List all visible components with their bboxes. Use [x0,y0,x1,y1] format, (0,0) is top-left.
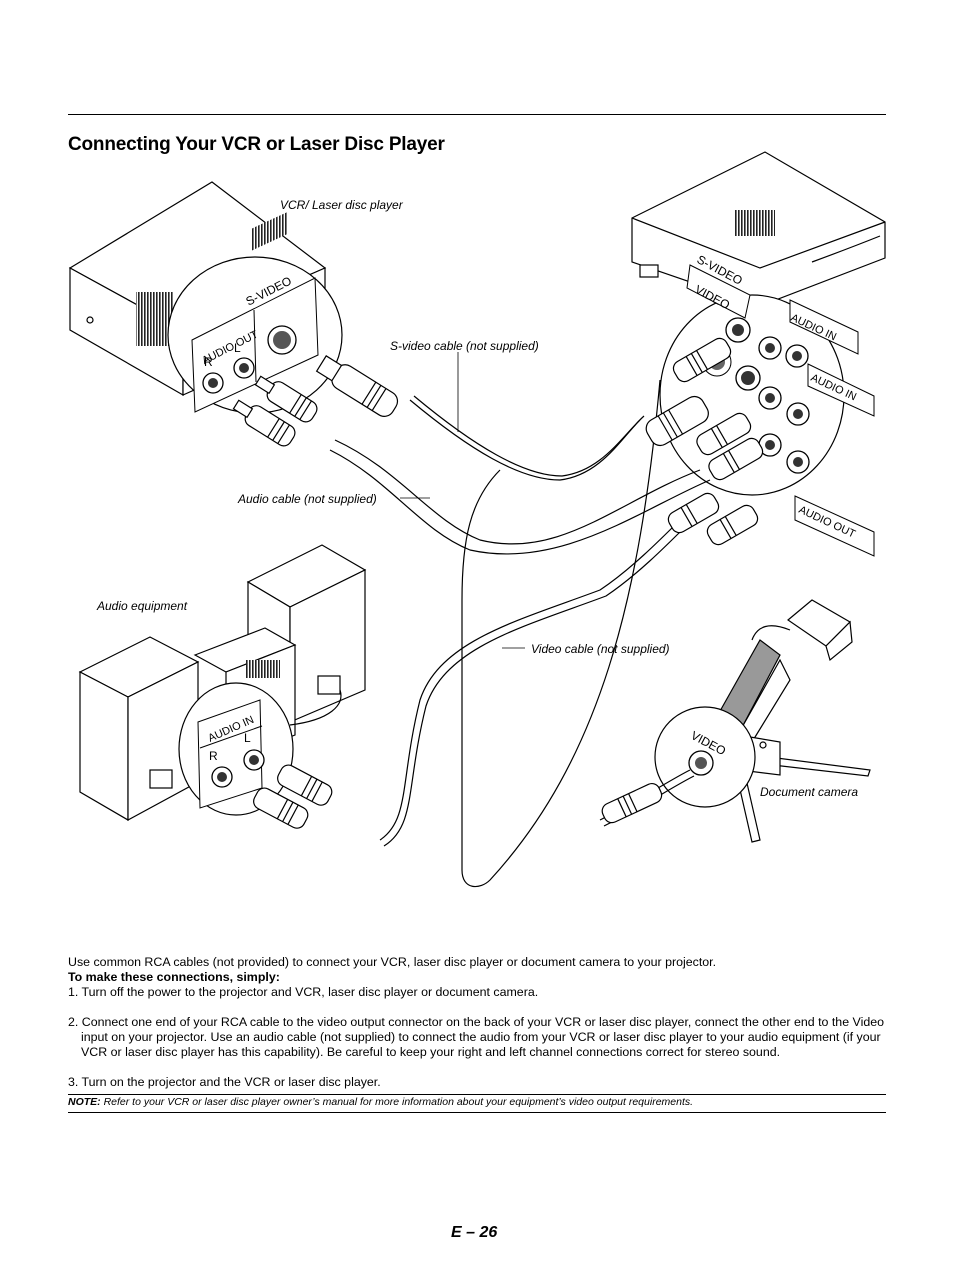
audio-l-label: L [244,731,251,745]
note-rule-top [68,1094,886,1095]
step-1: 1. Turn off the power to the projector a… [68,985,539,999]
vcr-caption: VCR/ Laser disc player [280,198,404,212]
step-2: 2. Connect one end of your RCA cable to … [68,1015,884,1059]
projector-illustration [631,151,886,307]
document-camera-illustration [714,599,871,843]
video-cable-caption: Video cable (not supplied) [531,642,670,656]
note: NOTE: Refer to your VCR or laser disc pl… [68,1096,693,1108]
step-3: 3. Turn on the projector and the VCR or … [68,1075,381,1089]
vcr-connector-panel: AUDIO OUT S-VIDEO R L [167,256,343,414]
note-label: NOTE: [68,1096,101,1108]
audio-r-label: R [209,749,218,763]
top-rule [68,114,886,115]
audio-cable-caption: Audio cable (not supplied) [237,492,377,506]
page-number: E – 26 [451,1224,498,1241]
intro-paragraph: Use common RCA cables (not provided) to … [68,955,717,969]
audio-equipment-caption: Audio equipment [96,599,188,613]
svideo-cable-caption: S-video cable (not supplied) [390,339,539,353]
vcr-r-label: R [204,355,213,369]
page-title: Connecting Your VCR or Laser Disc Player [68,134,445,155]
audio-equipment-connector-panel: AUDIO IN R L [178,682,294,816]
connection-diagram: AUDIO OUT S-VIDEO R L S-VIDEO VIDEO AUDI… [68,151,886,888]
cables [289,379,711,888]
vcr-l-label: L [234,341,241,355]
instructions-subheading: To make these connections, simply: [68,970,280,984]
note-rule-bottom [68,1112,886,1113]
instructions: Use common RCA cables (not provided) to … [68,955,888,1090]
document-camera-caption: Document camera [760,785,858,799]
leader-lines [400,352,525,649]
note-text: Refer to your VCR or laser disc player o… [100,1096,694,1108]
audio-equipment-illustration [78,544,367,822]
document-camera-connector-panel: VIDEO [654,706,756,808]
cable-plugs [232,337,764,829]
